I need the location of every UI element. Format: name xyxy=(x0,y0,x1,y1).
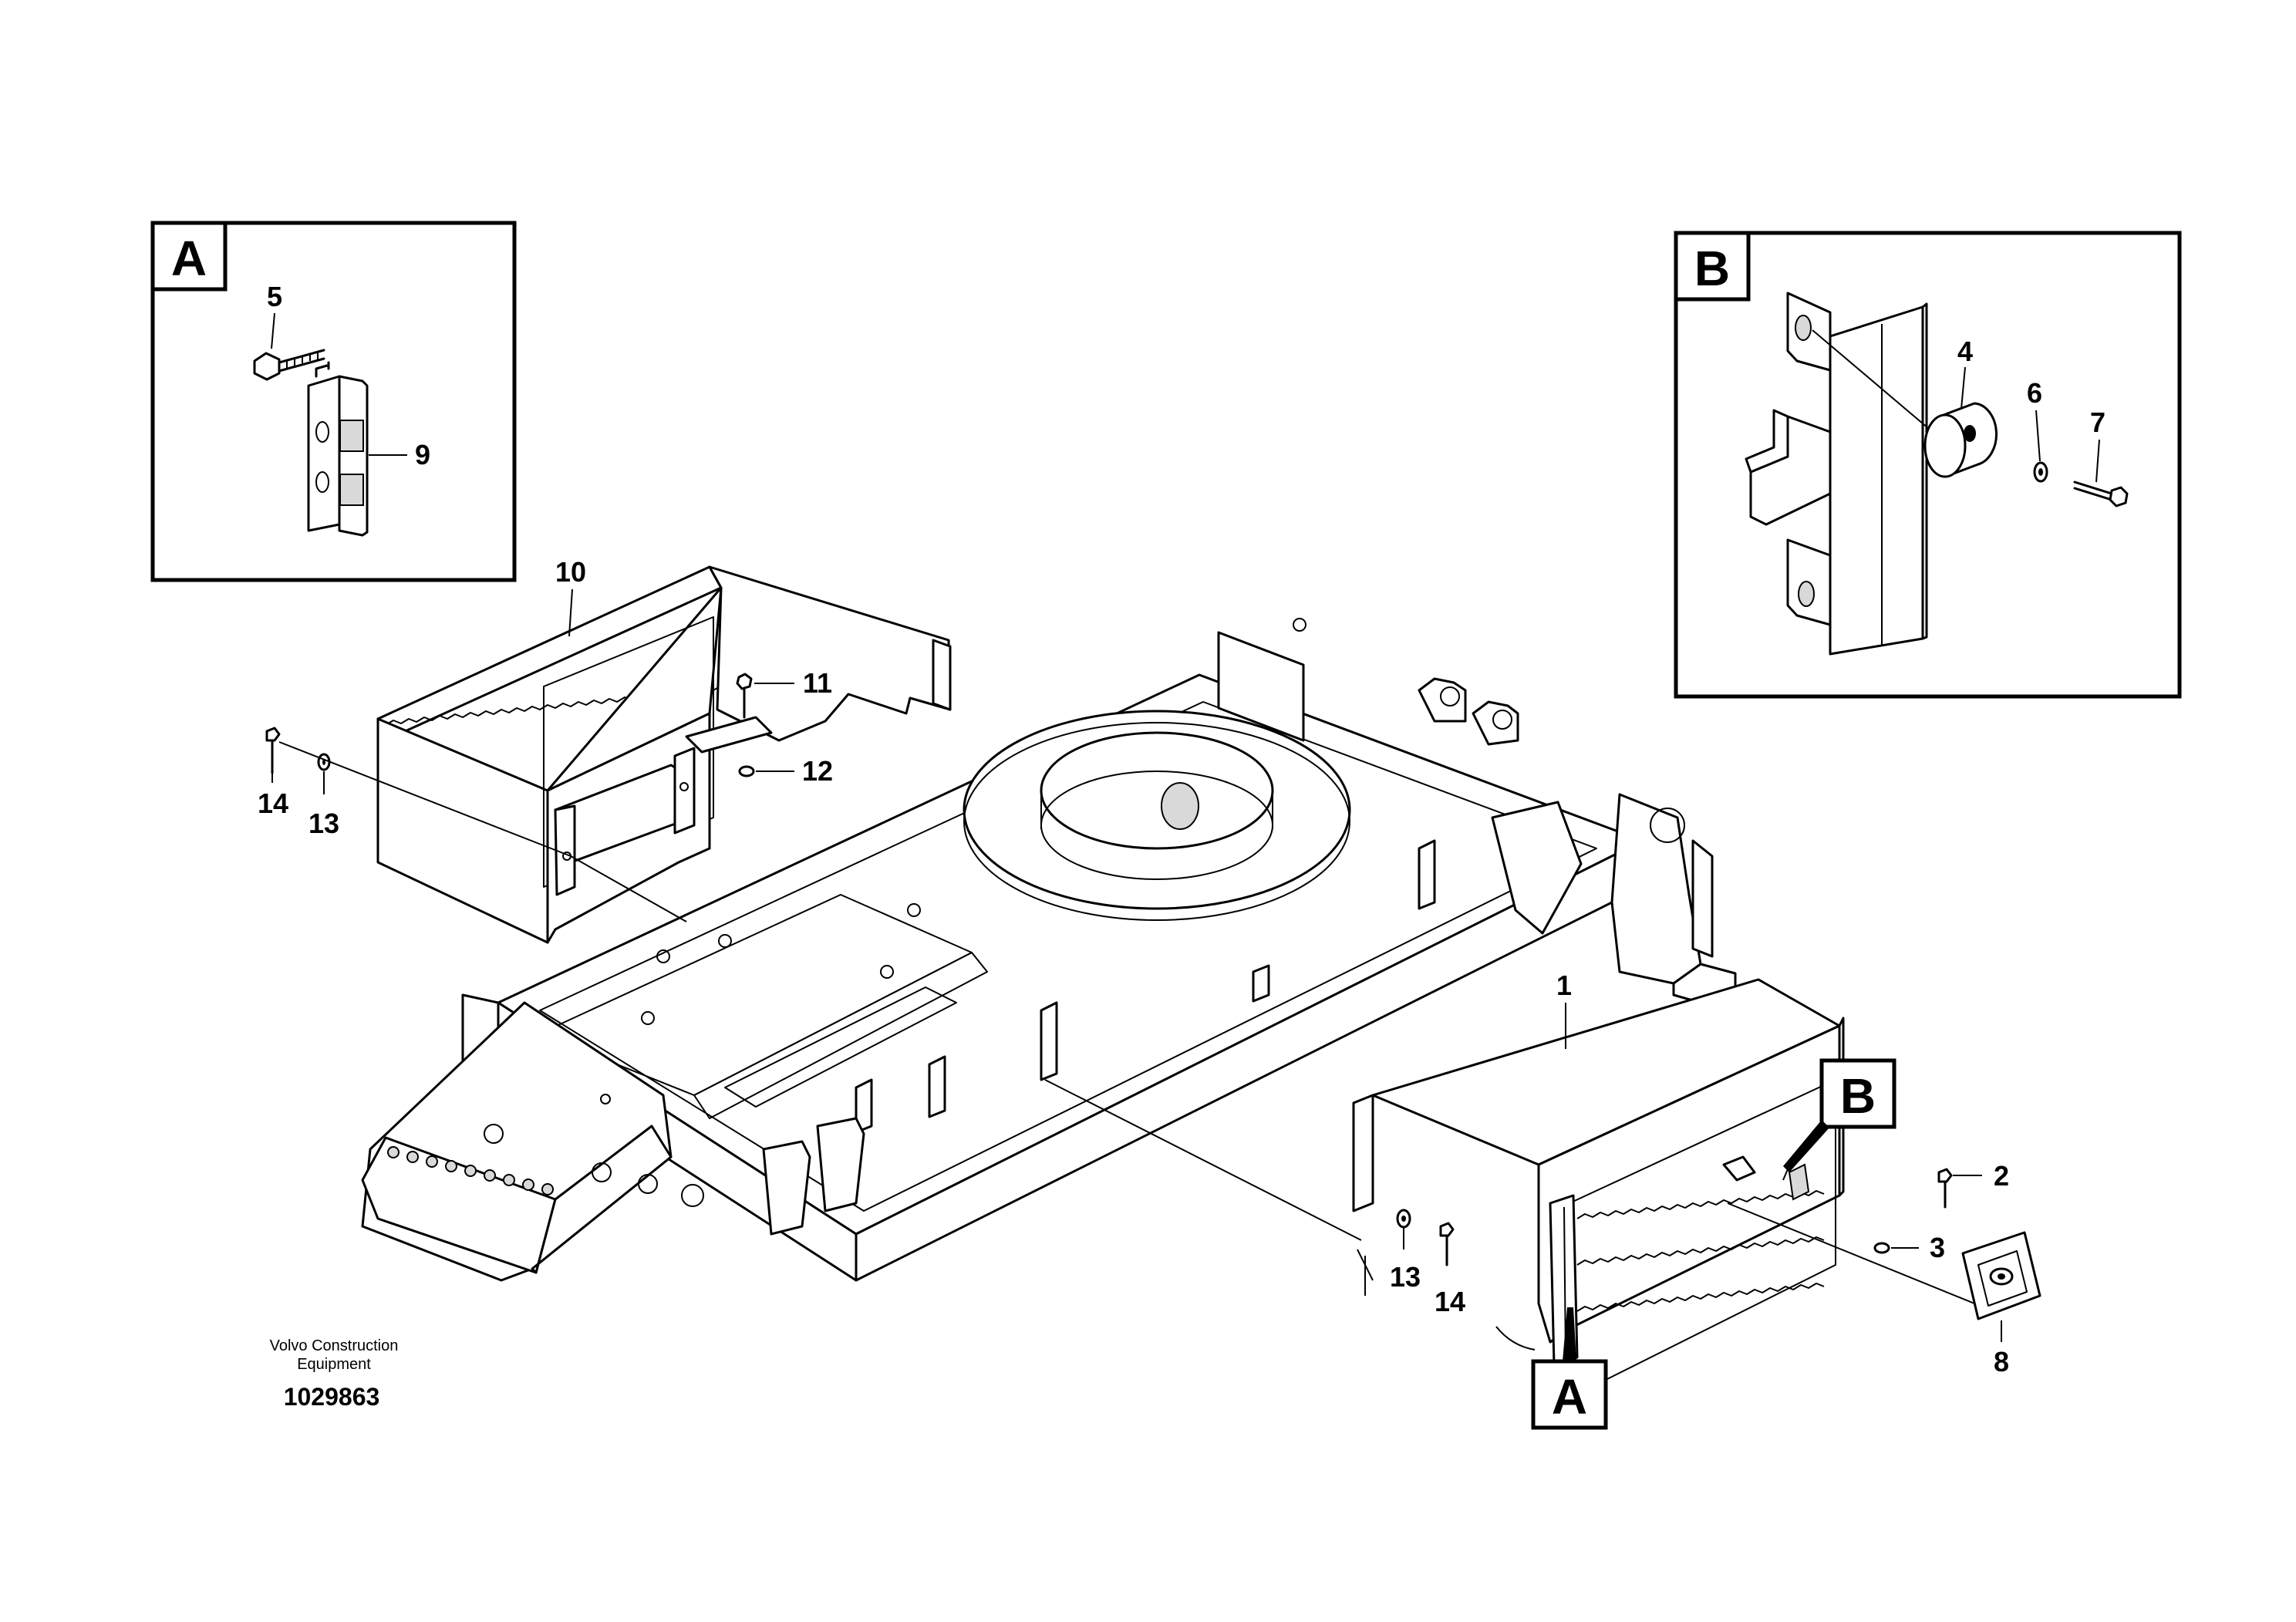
bracket-post xyxy=(1745,292,1928,656)
left-toolbox-side-screw xyxy=(265,727,281,774)
callout-8: 8 xyxy=(1994,1346,2009,1378)
slew-ring xyxy=(963,710,1351,921)
hinge-bolt xyxy=(253,349,325,381)
drawing-number: 1029863 xyxy=(284,1383,380,1411)
right-toolbox-end-screw xyxy=(1937,1168,1953,1209)
callout-7: 7 xyxy=(2090,406,2106,438)
detail-b-inset: B 4 6 xyxy=(1674,231,2182,699)
left-toolbox xyxy=(376,565,952,944)
callout-9: 9 xyxy=(415,439,430,470)
callout-14-left: 14 xyxy=(258,787,288,819)
callout-12: 12 xyxy=(802,755,833,787)
credit-line-2: Equipment xyxy=(297,1356,371,1373)
callout-4: 4 xyxy=(1957,336,1973,367)
rubber-bumper xyxy=(1923,402,1998,478)
latch-plate xyxy=(1961,1231,2041,1320)
right-toolbox-end-nut xyxy=(1873,1242,1890,1254)
credit-line-1: Volvo Construction xyxy=(270,1337,399,1354)
detail-a-label: A xyxy=(171,231,207,286)
detail-a-frame xyxy=(150,221,517,582)
ref-a-tag xyxy=(1531,1359,1608,1430)
callout-3: 3 xyxy=(1930,1232,1945,1263)
callout-2: 2 xyxy=(1994,1160,2009,1192)
callout-6: 6 xyxy=(2027,377,2042,409)
right-toolbox-side-washer xyxy=(1396,1209,1411,1229)
hinge xyxy=(307,361,369,537)
front-step-holes xyxy=(387,1146,554,1195)
callout-14-right: 14 xyxy=(1435,1286,1465,1317)
left-toolbox-side-washer xyxy=(317,753,331,771)
main-frame xyxy=(361,618,1737,1282)
detail-a-tag xyxy=(150,221,228,292)
detail-b-label: B xyxy=(1694,241,1730,296)
callout-13-left: 13 xyxy=(308,808,339,839)
right-toolbox-side-screw xyxy=(1439,1222,1455,1266)
callout-13-right: 13 xyxy=(1390,1261,1421,1293)
right-toolbox xyxy=(1352,978,1845,1397)
detail-b-frame xyxy=(1674,231,2182,699)
callout-1: 1 xyxy=(1556,969,1572,1001)
washer-b xyxy=(2033,461,2048,483)
left-toolbox-top-nut xyxy=(738,765,755,777)
detail-a-inset: A 5 9 xyxy=(150,221,517,582)
ref-a-label: A xyxy=(1552,1369,1587,1425)
left-toolbox-top-screw xyxy=(736,673,753,719)
callout-11: 11 xyxy=(803,667,832,699)
detail-b-tag xyxy=(1674,231,1751,302)
ref-b-label: B xyxy=(1840,1068,1876,1124)
callout-5: 5 xyxy=(267,281,282,312)
ref-b-tag xyxy=(1819,1058,1896,1129)
callout-10: 10 xyxy=(555,556,586,588)
screw-b xyxy=(2073,481,2129,508)
